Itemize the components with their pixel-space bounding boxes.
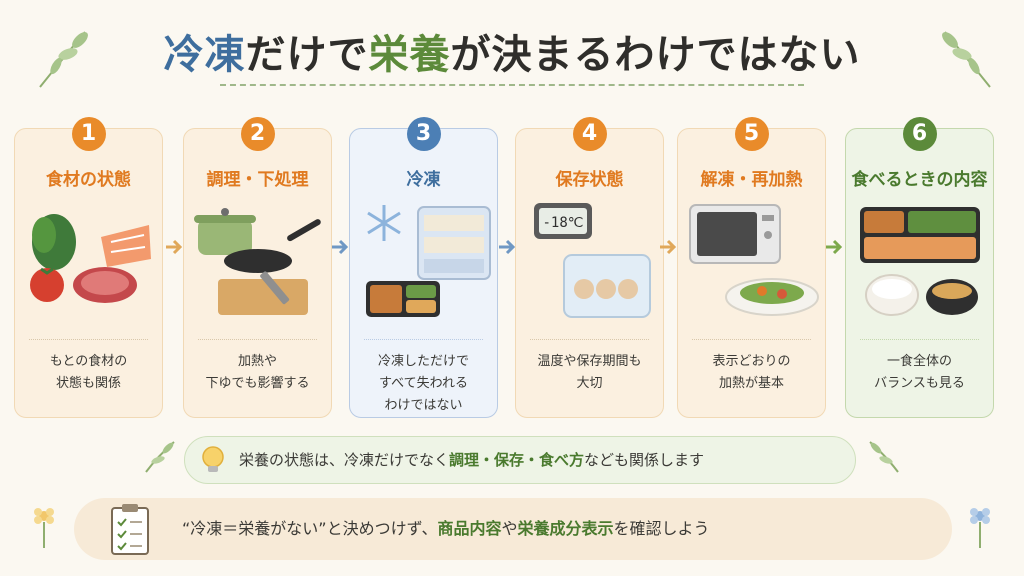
title-part-nutrition: 栄養 xyxy=(368,32,451,78)
flower-icon xyxy=(970,508,990,548)
step-number-badge: 5 xyxy=(734,117,769,151)
desc-line: 加熱や xyxy=(237,354,277,369)
step-title: 解凍・再加熱 xyxy=(700,170,803,190)
step-card-6: 6 食べるときの内容 一食全体の バランスも見る xyxy=(845,117,994,418)
step-card-2: 2 調理・下処理 加熱や 下ゆでも影響する xyxy=(183,117,332,418)
title-part-dakede: だけで xyxy=(245,32,369,78)
desc-line: 冷凍しただけで xyxy=(377,354,469,369)
arrow-right-icon xyxy=(499,239,516,255)
desc-line: 表示どおりの xyxy=(712,354,791,369)
leaf-icon xyxy=(39,31,88,88)
step-number-badge: 2 xyxy=(240,117,275,151)
desc-line: 大切 xyxy=(576,376,603,391)
note-text: を確認しよう xyxy=(613,519,710,538)
tip-text: 栄養の状態は、冷凍だけでなく xyxy=(239,451,450,469)
note-text: や xyxy=(501,519,518,538)
desc-line: もとの食材の xyxy=(49,354,128,369)
step-number-badge: 3 xyxy=(406,117,441,151)
title-part-rest: が決まるわけではない xyxy=(450,32,861,78)
clipboard-checklist-icon xyxy=(111,504,149,555)
title-underline xyxy=(220,84,804,86)
note-highlight: 商品内容 xyxy=(437,519,502,538)
step-card-1: 1 食材の状態 もとの食材の 状態も関係 xyxy=(14,117,163,418)
note-text: “冷凍＝栄養がない”と決めつけず、 xyxy=(182,519,438,538)
meal-set-icon xyxy=(860,207,980,316)
desc-line: 一食全体の xyxy=(886,354,952,369)
arrow-right-icon xyxy=(332,239,349,255)
thermometer-container-icon: -18℃ xyxy=(534,203,651,318)
title-part-frozen: 冷凍 xyxy=(163,32,246,78)
step-description: 冷凍しただけで すべて失われる わけではない xyxy=(356,351,491,417)
step-description: 温度や保存期間も 大切 xyxy=(522,351,657,395)
freezer-icon xyxy=(366,205,491,317)
thermometer-readout: -18℃ xyxy=(542,215,583,231)
step-card-4: 4 保存状態 -18℃ 温度や保存期間も 大切 xyxy=(515,117,664,418)
step-description: もとの食材の 状態も関係 xyxy=(21,351,156,395)
desc-line: すべて失われる xyxy=(379,376,468,391)
desc-line: 加熱が基本 xyxy=(718,376,784,391)
step-card-3: 3 冷凍 冷凍しただけで すべて失われる わけではない xyxy=(349,117,498,418)
desc-line: バランスも見る xyxy=(874,376,965,391)
tip-highlight: 調理・保存・食べ方 xyxy=(449,451,585,469)
page-title: 冷凍だけで栄養が決まるわけではない xyxy=(0,22,1024,80)
desc-line: わけではない xyxy=(384,398,463,413)
leaf-icon xyxy=(942,31,991,88)
step-number-badge: 1 xyxy=(71,117,106,151)
step-description: 一食全体の バランスも見る xyxy=(852,351,987,395)
divider xyxy=(692,339,811,340)
tip-banner: 栄養の状態は、冷凍だけでなく調理・保存・食べ方なども関係します xyxy=(184,436,856,484)
cooking-pot-pan-icon xyxy=(194,208,321,315)
flower-icon xyxy=(34,508,54,548)
step-title: 調理・下処理 xyxy=(206,170,309,190)
divider xyxy=(364,339,483,340)
reminder-banner: “冷凍＝栄養がない”と決めつけず、商品内容や栄養成分表示を確認しよう xyxy=(74,498,952,560)
step-card-5: 5 解凍・再加熱 表示どおりの 加熱が基本 xyxy=(677,117,826,418)
step-title: 食べるときの内容 xyxy=(851,170,988,190)
leaf-icon xyxy=(145,441,175,473)
arrow-right-icon xyxy=(826,239,843,255)
desc-line: 下ゆでも影響する xyxy=(205,376,310,391)
tip-text: なども関係します xyxy=(584,451,705,469)
step-title: 食材の状態 xyxy=(46,170,131,190)
raw-ingredients-icon xyxy=(30,214,151,303)
arrow-right-icon xyxy=(166,239,183,255)
desc-line: 状態も関係 xyxy=(55,376,121,391)
step-description: 表示どおりの 加熱が基本 xyxy=(684,351,819,395)
step-title: 保存状態 xyxy=(555,170,624,190)
step-number-badge: 4 xyxy=(572,117,607,151)
divider xyxy=(530,339,649,340)
divider xyxy=(860,339,979,340)
step-description: 加熱や 下ゆでも影響する xyxy=(190,351,325,395)
step-number-badge: 6 xyxy=(902,117,937,151)
leaf-icon xyxy=(869,441,899,473)
note-highlight: 栄養成分表示 xyxy=(517,519,614,538)
desc-line: 温度や保存期間も xyxy=(537,354,642,369)
microwave-plate-icon xyxy=(689,204,819,316)
divider xyxy=(29,339,148,340)
divider xyxy=(198,339,317,340)
lightbulb-icon xyxy=(202,446,224,472)
arrow-right-icon xyxy=(660,239,677,255)
step-title: 冷凍 xyxy=(406,170,441,190)
